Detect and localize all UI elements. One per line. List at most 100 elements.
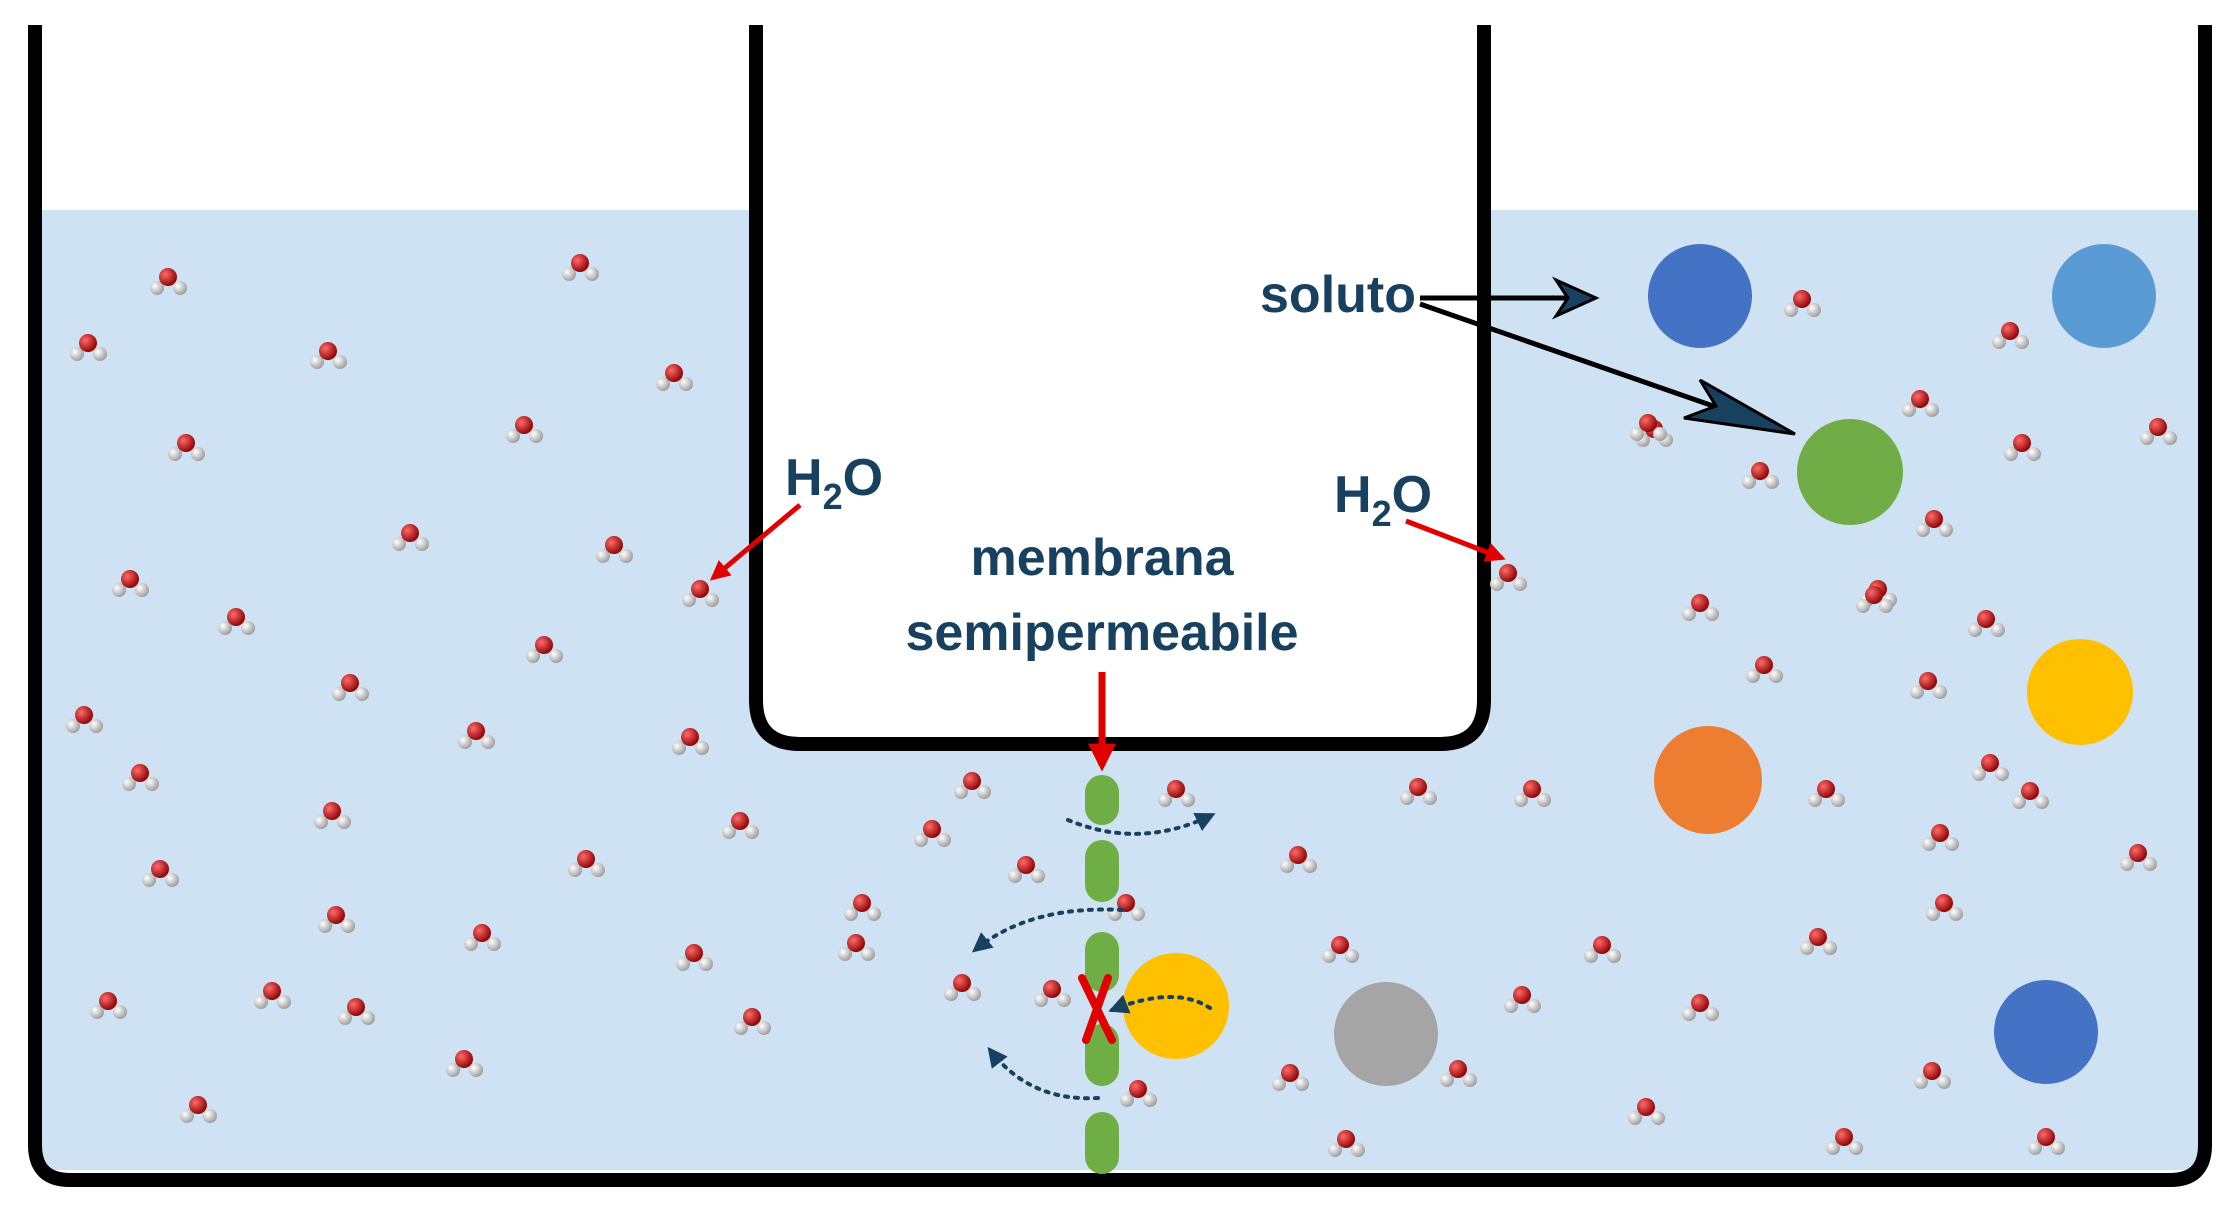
hydrogen-atom xyxy=(1682,1007,1696,1021)
oxygen-atom xyxy=(347,998,365,1016)
hydrogen-atom xyxy=(1322,949,1336,963)
hydrogen-atom xyxy=(310,355,324,369)
water-molecule xyxy=(1514,780,1551,807)
hydrogen-atom xyxy=(2143,857,2157,871)
oxygen-atom xyxy=(743,1008,761,1026)
hydrogen-atom xyxy=(2012,795,2026,809)
hydrogen-atom xyxy=(2163,431,2177,445)
water-molecule xyxy=(1682,594,1719,621)
oxygen-atom xyxy=(473,924,491,942)
water-molecule xyxy=(562,254,599,281)
solute-particle-orange xyxy=(1654,726,1762,834)
pointer-arrows xyxy=(709,503,1506,772)
hydrogen-atom xyxy=(481,735,495,749)
hydrogen-atom xyxy=(1280,859,1294,873)
hydrogen-atom xyxy=(1992,335,2006,349)
arrow-h2o-right xyxy=(1405,518,1506,562)
oxygen-atom xyxy=(99,992,117,1010)
hydrogen-atom xyxy=(314,815,328,829)
hydrogen-atom xyxy=(679,377,693,391)
oxygen-atom xyxy=(2129,844,2147,862)
water-molecule xyxy=(2004,434,2041,461)
hydrogen-atom xyxy=(1939,523,1953,537)
oxygen-atom xyxy=(1923,1062,1941,1080)
label-solute: soluto xyxy=(1260,266,1416,324)
hydrogen-atom xyxy=(1351,1143,1365,1157)
hydrogen-atom xyxy=(333,355,347,369)
hydrogen-atom xyxy=(1682,607,1696,621)
oxygen-atom xyxy=(401,524,419,542)
oxygen-atom xyxy=(1167,780,1185,798)
hydrogen-atom xyxy=(2051,1141,2065,1155)
hydrogen-atom xyxy=(1972,767,1986,781)
label-membrane-line1: membrana xyxy=(971,529,1235,587)
hydrogen-atom xyxy=(1945,837,1959,851)
water-molecule xyxy=(954,772,991,799)
water-molecule xyxy=(70,334,107,361)
hydrogen-atom xyxy=(591,863,605,877)
hydrogen-atom xyxy=(914,833,928,847)
oxygen-atom xyxy=(2001,322,2019,340)
oxygen-atom xyxy=(731,812,749,830)
hydrogen-atom xyxy=(1705,1007,1719,1021)
oxygen-atom xyxy=(1449,1060,1467,1078)
hydrogen-atom xyxy=(2120,857,2134,871)
oxygen-atom xyxy=(1809,928,1827,946)
oxygen-atom xyxy=(2149,418,2167,436)
hydrogen-atom xyxy=(506,429,520,443)
solute-particle-blue xyxy=(1648,244,1752,348)
oxygen-atom xyxy=(1409,778,1427,796)
water-molecule xyxy=(682,580,719,607)
water-molecules xyxy=(66,254,2177,1157)
water-molecule xyxy=(1630,414,1667,441)
hydrogen-atom xyxy=(1651,1111,1665,1125)
water-molecule xyxy=(1504,986,1541,1013)
water-molecule xyxy=(1910,672,1947,699)
water-molecule xyxy=(656,364,693,391)
hydrogen-atom xyxy=(676,957,690,971)
hydrogen-atom xyxy=(844,907,858,921)
water-molecule xyxy=(90,992,127,1019)
oxygen-atom xyxy=(1931,824,1949,842)
hydrogen-atom xyxy=(937,833,951,847)
oxygen-atom xyxy=(1513,986,1531,1004)
hydrogen-atom xyxy=(1765,475,1779,489)
oxygen-atom xyxy=(577,850,595,868)
hydrogen-atom xyxy=(1784,303,1798,317)
flow-arrows xyxy=(971,812,1216,1101)
hydrogen-atom xyxy=(585,267,599,281)
hydrogen-atom xyxy=(150,281,164,295)
hydrogen-atom xyxy=(1823,941,1837,955)
water-molecule xyxy=(142,860,179,887)
hydrogen-atom xyxy=(415,537,429,551)
hydrogen-atom xyxy=(1746,669,1760,683)
hydrogen-atom xyxy=(355,687,369,701)
hydrogen-atom xyxy=(277,995,291,1009)
water-molecule xyxy=(1746,656,1783,683)
oxygen-atom xyxy=(685,944,703,962)
hydrogen-atom xyxy=(142,873,156,887)
hydrogen-atom xyxy=(699,957,713,971)
hydrogen-atom xyxy=(338,1011,352,1025)
oxygen-atom xyxy=(467,722,485,740)
hydrogen-atom xyxy=(90,1005,104,1019)
water-molecule xyxy=(1490,564,1527,591)
water-molecule xyxy=(1158,780,1195,807)
water-molecule xyxy=(1034,980,1071,1007)
hydrogen-atom xyxy=(2015,335,2029,349)
oxygen-atom xyxy=(1755,656,1773,674)
arrow-solute-blue-head xyxy=(1551,276,1600,320)
water-molecule xyxy=(1968,610,2005,637)
water-molecule xyxy=(2012,782,2049,809)
hydrogen-atom xyxy=(180,1109,194,1123)
hydrogen-atom xyxy=(332,687,346,701)
water-molecule xyxy=(526,636,563,663)
hydrogen-atom xyxy=(241,621,255,635)
solute-pointer-arrows xyxy=(1419,276,1796,436)
water-molecule xyxy=(914,820,951,847)
oxygen-atom xyxy=(1017,856,1035,874)
solute-particle-green xyxy=(1797,419,1903,525)
hydrogen-atom xyxy=(954,785,968,799)
hydrogen-atom xyxy=(1463,1073,1477,1087)
